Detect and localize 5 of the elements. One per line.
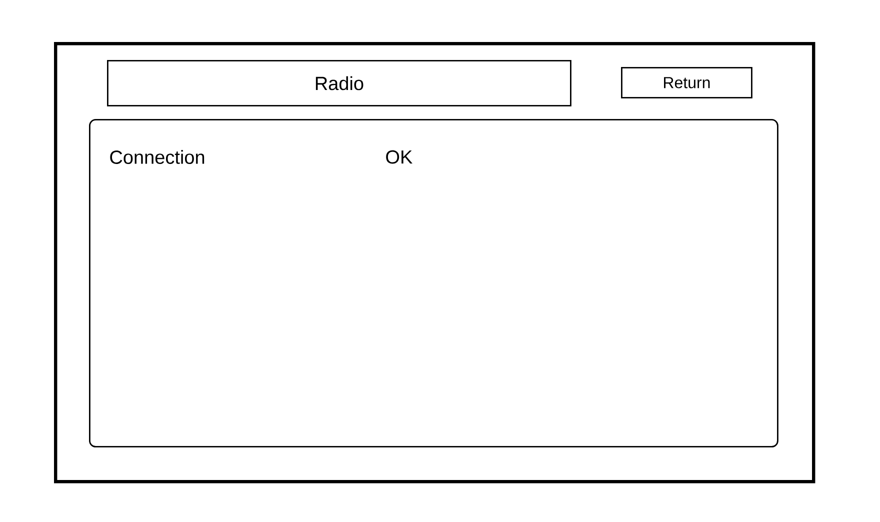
return-button: Return: [621, 67, 752, 98]
field-label: Connection: [110, 150, 204, 164]
title-bar: Radio: [107, 60, 572, 106]
status-value: OK: [386, 150, 412, 164]
screen-frame: [54, 42, 816, 484]
